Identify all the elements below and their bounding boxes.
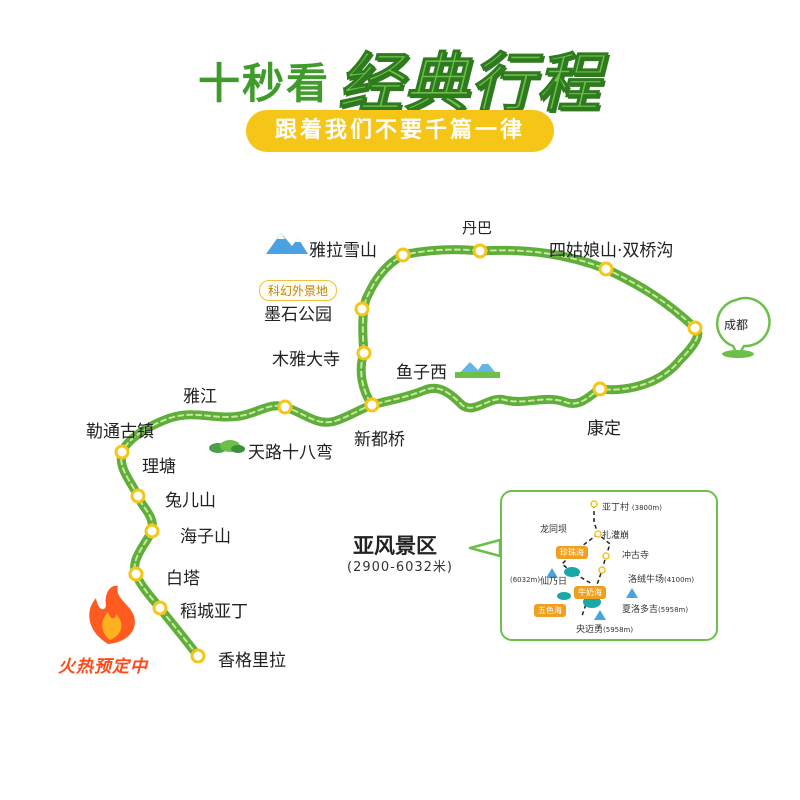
page-title: 经典行程 bbox=[338, 47, 602, 122]
inset-badge-zhenzhuhai: 珍珠海 bbox=[556, 546, 588, 559]
stop-label-chengdu: 成都 bbox=[724, 318, 749, 332]
callout-pointer bbox=[468, 538, 502, 558]
stop-haizishan bbox=[144, 523, 160, 539]
mountain-icon bbox=[546, 568, 558, 578]
stop-litang bbox=[130, 488, 146, 504]
stop-label-litang: 理塘 bbox=[142, 457, 176, 477]
stop-xinduqiao bbox=[364, 397, 380, 413]
title-prefix: 十秒看 bbox=[198, 59, 331, 108]
inset-label-zhaguanbeng: 扎灌崩 bbox=[602, 531, 630, 541]
stop-label-muya: 木雅大寺 bbox=[272, 350, 340, 370]
stop-muya bbox=[356, 345, 372, 361]
location-pin-icon bbox=[715, 296, 771, 359]
inset-label-yangmaiyong: 央迈勇(5958m) bbox=[576, 625, 634, 635]
stop-daocheng bbox=[152, 600, 168, 616]
stop-chengdu bbox=[687, 320, 703, 336]
stop-label-kangding: 康定 bbox=[587, 419, 621, 439]
stop-label-baita: 白塔 bbox=[166, 569, 200, 589]
hill-icon bbox=[455, 360, 500, 378]
stop-label-tuershan: 兔儿山 bbox=[165, 491, 216, 511]
inset-label-luorong: 洛绒牛场(4100m) bbox=[628, 575, 695, 585]
flame-icon bbox=[89, 585, 135, 644]
lake-wusehai bbox=[557, 592, 571, 600]
stop-kangding bbox=[592, 381, 608, 397]
inset-map: 亚丁村 (3800m) 龙同坝 扎灌崩 珍珠海 冲古寺 (6032m) 仙乃日 … bbox=[500, 490, 718, 641]
lake-niunaihai bbox=[583, 596, 601, 608]
subtitle-pill: 跟着我们不要千篇一律 bbox=[246, 110, 554, 152]
stop-label-yajiang: 雅江 bbox=[183, 387, 217, 407]
mountain-icon bbox=[626, 588, 638, 598]
mountain-icon bbox=[594, 610, 606, 620]
inset-label-xialuoduoji: 夏洛多吉(5958m) bbox=[622, 605, 689, 615]
stop-label-tianlu: 天路十八弯 bbox=[248, 443, 333, 463]
stop-moshi bbox=[354, 301, 370, 317]
stop-label-danba: 丹巴 bbox=[462, 219, 493, 237]
stop-label-yuzixi: 鱼子西 bbox=[396, 363, 447, 383]
inset-title: 亚风景区 bbox=[353, 534, 437, 558]
inset-label-xiannairi-alt: (6032m) bbox=[510, 576, 541, 584]
stop-label-xinduqiao: 新都桥 bbox=[354, 430, 405, 450]
stop-label-daocheng: 稻城亚丁 bbox=[180, 602, 248, 622]
stop-label-sigunian: 四姑娘山·双桥沟 bbox=[549, 241, 674, 261]
stop-sigunian bbox=[598, 261, 614, 277]
stop-lei bbox=[114, 444, 130, 460]
lake-zhenzhuhai bbox=[564, 567, 580, 577]
inset-label-chonggusi: 冲古寺 bbox=[622, 551, 650, 561]
hill-icon bbox=[209, 440, 245, 453]
stop-label-moshi: 墨石公园 bbox=[264, 305, 332, 325]
inset-label-longtongba: 龙同坝 bbox=[540, 525, 568, 535]
stop-yajiang bbox=[277, 399, 293, 415]
inset-route bbox=[546, 500, 638, 620]
inset-badge-wusehai: 五色海 bbox=[534, 604, 566, 617]
stop-yalaxueshan bbox=[395, 247, 411, 263]
stop-label-xianggelila: 香格里拉 bbox=[218, 651, 286, 671]
stop-label-haizishan: 海子山 bbox=[180, 527, 231, 547]
stop-label-yalaxueshan: 雅拉雪山 bbox=[309, 241, 377, 261]
inset-label-xiannairi: 仙乃日 bbox=[540, 577, 568, 587]
stop-xianggelila bbox=[190, 648, 206, 664]
mountain-icon bbox=[266, 233, 308, 254]
hot-booking-label: 火热预定中 bbox=[58, 657, 148, 677]
inset-badge-niunaihai: 牛奶海 bbox=[574, 586, 606, 599]
stop-danba bbox=[472, 243, 488, 259]
stop-label-lei-vertical: 勒通古镇 bbox=[86, 422, 154, 442]
inset-label-yading: 亚丁村 (3800m) bbox=[602, 503, 662, 513]
inset-range: (2900-6032米) bbox=[347, 560, 454, 575]
stop-baita bbox=[128, 566, 144, 582]
scifi-tag: 科幻外景地 bbox=[259, 280, 338, 301]
route-stops bbox=[114, 243, 703, 664]
